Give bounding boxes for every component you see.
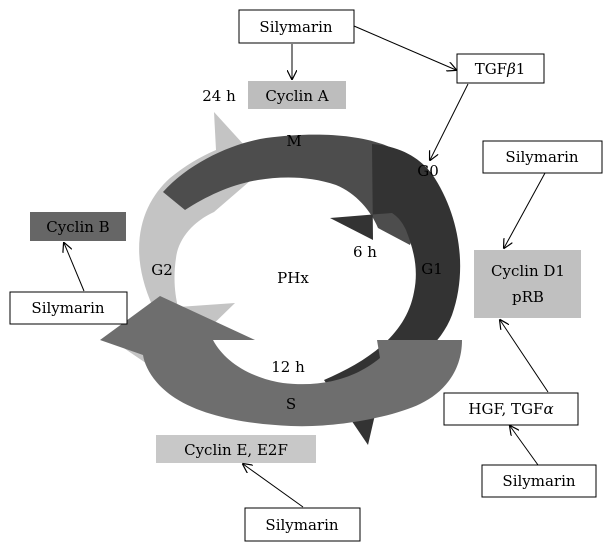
arrow-tgfb1-to-g0 — [430, 83, 469, 160]
center-label: PHx — [277, 269, 309, 287]
s-phase-arrow — [100, 296, 462, 427]
cyclin-d1-label: Cyclin D1 — [491, 262, 565, 280]
phase-label-g2: G2 — [151, 261, 173, 279]
g1-phase-arrow — [324, 144, 461, 445]
silymarin-label-left: Silymarin — [31, 299, 104, 317]
cyclin-a-label: Cyclin A — [265, 87, 328, 105]
cyclin-e-box: Cyclin E, E2F — [156, 435, 316, 463]
phase-label-s: S — [286, 395, 296, 413]
arrow-silymarin-to-cyclin-d1 — [504, 172, 546, 248]
silymarin-label-bottom: Silymarin — [265, 516, 338, 534]
cyclin-d1-box: Cyclin D1 pRB — [474, 250, 581, 318]
silymarin-box-top: Silymarin — [238, 9, 355, 44]
silymarin-box-left: Silymarin — [9, 291, 128, 325]
hgf-tgfa-box: HGF, TGFα — [443, 392, 579, 426]
cyclin-e-label: Cyclin E, E2F — [184, 441, 288, 459]
silymarin-box-bottom-right: Silymarin — [481, 464, 597, 498]
cyclin-b-label: Cyclin B — [46, 218, 109, 236]
hgf-greek: α — [543, 400, 553, 418]
cyclin-a-box: Cyclin A — [248, 81, 346, 109]
m-phase-arrow — [163, 134, 430, 245]
arrow-silymarin-to-cyclin-b — [64, 243, 85, 292]
time-label-12h: 12 h — [271, 358, 305, 376]
tgfb1-label: TGFβ1 — [475, 60, 526, 78]
hgf-tgfa-label: HGF, TGFα — [468, 400, 553, 418]
phase-label-m: M — [286, 132, 301, 150]
silymarin-label-top: Silymarin — [259, 18, 332, 36]
cyclin-b-box: Cyclin B — [30, 212, 126, 241]
silymarin-label-bottom-right: Silymarin — [502, 472, 575, 490]
hgf-prefix: HGF, TGF — [468, 400, 543, 418]
arrow-silymarin-to-hgf — [510, 426, 539, 466]
tgfb1-prefix: TGF — [475, 60, 507, 78]
tgfb1-greek: β — [506, 60, 516, 78]
prb-label: pRB — [512, 288, 544, 306]
arrow-silymarin-to-tgfb1 — [353, 25, 456, 70]
arrow-hgf-to-cyclin-d1 — [500, 320, 549, 393]
time-label-24h: 24 h — [202, 87, 236, 105]
tgfb1-suffix: 1 — [516, 60, 526, 78]
arrow-silymarin-to-cyclin-e — [243, 464, 304, 508]
phase-label-g1: G1 — [421, 260, 443, 278]
silymarin-label-right: Silymarin — [505, 148, 578, 166]
silymarin-box-bottom: Silymarin — [244, 507, 361, 542]
time-label-6h: 6 h — [353, 243, 377, 261]
tgfb1-box: TGFβ1 — [456, 53, 545, 84]
silymarin-box-right: Silymarin — [482, 140, 603, 174]
phase-label-g0: G0 — [417, 162, 439, 180]
